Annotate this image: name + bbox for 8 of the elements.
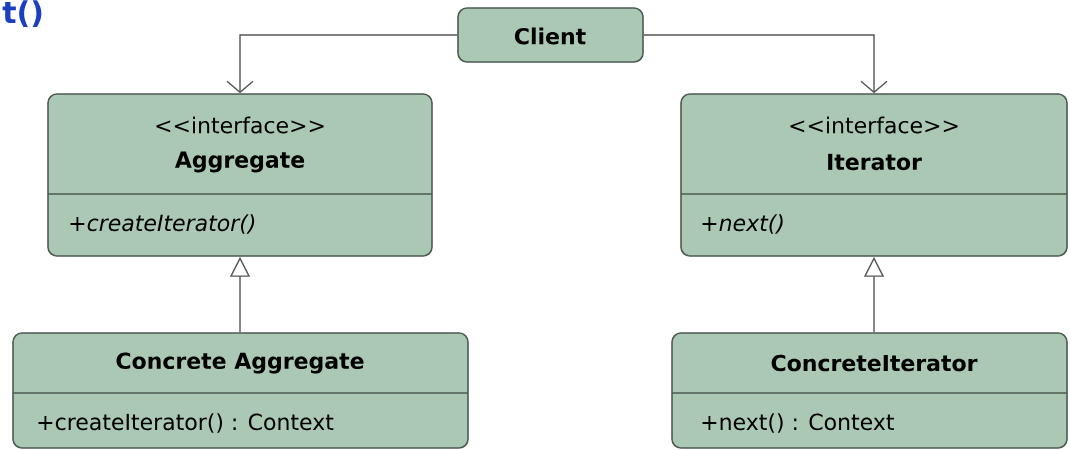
class-box: ConcreteIterator +next() : Context — [671, 332, 1068, 449]
class-box: <<interface>> Iterator +next() — [680, 93, 1068, 257]
arrow — [643, 34, 888, 94]
cropped-text: t() — [2, 0, 42, 27]
class-box: Client — [457, 7, 644, 63]
class-box: Concrete Aggregate +createIterator() : Context — [12, 332, 469, 449]
class-box: <<interface>> Aggregate +createIterator() — [47, 93, 433, 257]
arrow — [226, 34, 458, 94]
